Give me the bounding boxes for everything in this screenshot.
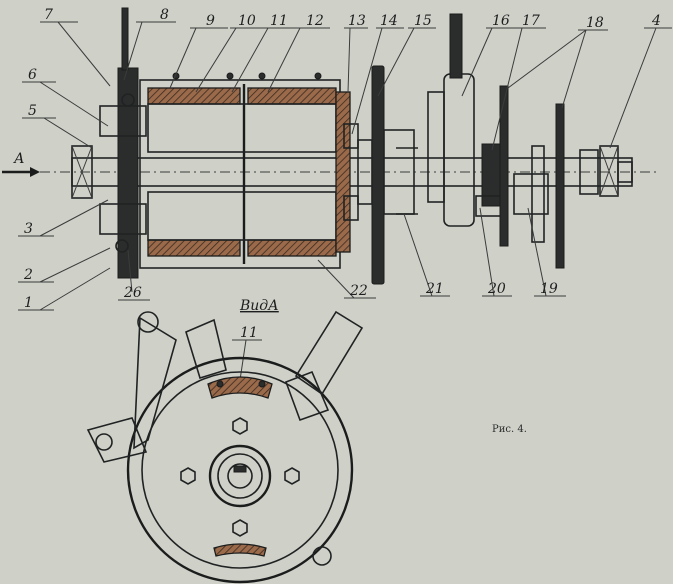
callout-5: 5 bbox=[28, 103, 37, 119]
plate-18-a bbox=[499, 85, 509, 247]
left-hub-bottom bbox=[99, 203, 147, 235]
pulley-hub bbox=[427, 91, 445, 203]
callout-17: 17 bbox=[522, 13, 540, 29]
top-handle bbox=[121, 7, 129, 71]
winding-bottom-right bbox=[247, 239, 337, 257]
left-bolt-top bbox=[121, 93, 135, 107]
housing-outer bbox=[126, 356, 354, 584]
bottom-right-lug bbox=[312, 546, 332, 566]
callout-20: 20 bbox=[487, 281, 506, 297]
callout-26: 26 bbox=[123, 285, 142, 301]
callout-4: 4 bbox=[651, 13, 661, 29]
bolt-left bbox=[180, 467, 196, 485]
callout-11: 11 bbox=[270, 13, 288, 29]
callout-19: 19 bbox=[540, 281, 558, 297]
shaft-collar bbox=[531, 145, 545, 243]
upper-arm-hole bbox=[137, 311, 159, 333]
shaft-end bbox=[617, 161, 633, 183]
right-bearing-bottom bbox=[343, 195, 359, 221]
view-label: ВидА bbox=[239, 298, 279, 314]
winding-bottom-left bbox=[147, 239, 241, 257]
bolt-bottom bbox=[232, 519, 248, 537]
callout-21: 21 bbox=[425, 281, 444, 297]
center-bearing-outer bbox=[208, 444, 272, 508]
right-arm bbox=[294, 310, 364, 396]
left-ear bbox=[86, 417, 148, 463]
callout-view-11: 11 bbox=[240, 325, 258, 341]
bolt-right bbox=[284, 467, 300, 485]
bottom-segment bbox=[213, 543, 267, 557]
callout-13: 13 bbox=[348, 13, 366, 29]
top-bracket bbox=[185, 318, 227, 380]
callout-2: 2 bbox=[23, 267, 33, 283]
drum-core-bottom bbox=[147, 191, 337, 241]
right-arm-clamp bbox=[284, 370, 330, 422]
left-ear-hole bbox=[95, 433, 113, 451]
bolt-top bbox=[232, 417, 248, 435]
callout-8: 8 bbox=[160, 7, 169, 23]
left-bearing bbox=[71, 145, 93, 199]
callout-22: 22 bbox=[349, 283, 368, 299]
arrow-label: А bbox=[13, 151, 25, 167]
callout-6: 6 bbox=[28, 67, 37, 83]
callout-16: 16 bbox=[492, 13, 510, 29]
drum-end-wall bbox=[335, 91, 351, 253]
callout-7: 7 bbox=[44, 7, 53, 23]
disk-15 bbox=[371, 65, 385, 285]
part-19 bbox=[513, 173, 549, 215]
pulley-16 bbox=[443, 73, 475, 227]
winding-segment bbox=[207, 376, 273, 399]
callout-12: 12 bbox=[306, 13, 324, 29]
center-bore bbox=[227, 463, 253, 489]
callout-1: 1 bbox=[24, 295, 33, 311]
right-bearing-top bbox=[343, 123, 359, 149]
leader-lines bbox=[18, 21, 672, 381]
view-arrow-head bbox=[30, 167, 40, 177]
hub-21 bbox=[357, 139, 373, 205]
winding-top-right bbox=[247, 87, 337, 105]
callout-15: 15 bbox=[414, 13, 432, 29]
callout-14: 14 bbox=[380, 13, 398, 29]
center-bearing-race bbox=[217, 453, 263, 499]
keyway bbox=[233, 465, 247, 473]
callout-18: 18 bbox=[586, 15, 604, 31]
hex-bolts bbox=[180, 417, 300, 537]
drum-core-top bbox=[147, 103, 337, 153]
plate-18-b bbox=[555, 103, 565, 269]
callouts: 7 8 9 10 11 12 13 14 15 16 17 18 4 6 5 3… bbox=[23, 7, 661, 341]
lever-16 bbox=[449, 13, 463, 79]
section-view: А bbox=[2, 7, 660, 285]
callout-9: 9 bbox=[206, 13, 215, 29]
winding-top-left bbox=[147, 87, 241, 105]
housing-inner bbox=[141, 371, 339, 569]
view-a bbox=[86, 310, 364, 584]
collar-4 bbox=[579, 149, 599, 195]
callout-10: 10 bbox=[238, 13, 256, 29]
left-bolt-bottom bbox=[115, 239, 129, 253]
upper-left-arm bbox=[133, 316, 177, 450]
callout-3: 3 bbox=[24, 221, 33, 237]
figure-caption: Рис. 4. bbox=[492, 424, 527, 435]
